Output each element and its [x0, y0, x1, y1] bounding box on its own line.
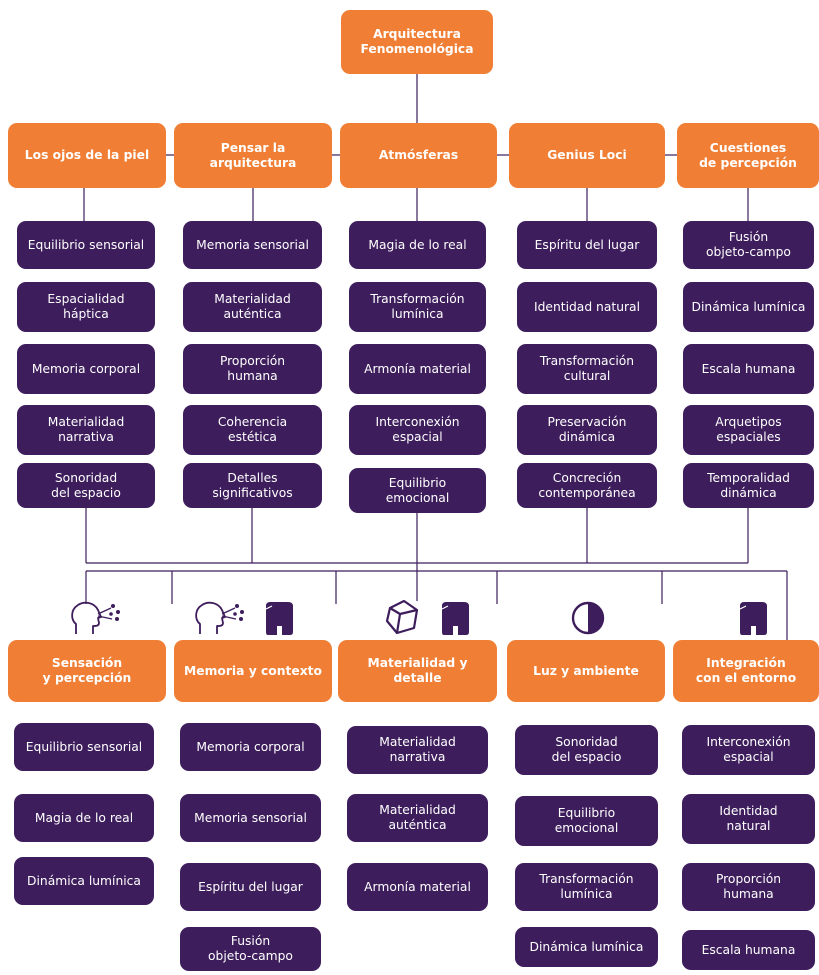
concept-node: Materialidad narrativa — [17, 405, 155, 455]
concept-node: Preservación dinámica — [517, 405, 657, 455]
building-icon — [739, 602, 767, 635]
category-item-node: Equilibrio emocional — [515, 796, 658, 846]
head-perception-icon — [71, 601, 120, 634]
concept-node: Arquetipos espaciales — [683, 405, 814, 455]
category-item-node: Escala humana — [682, 930, 815, 970]
category-item-node: Armonía material — [347, 863, 488, 911]
concept-node: Sonoridad del espacio — [17, 463, 155, 508]
cube-icon — [385, 599, 419, 635]
category-item-node: Memoria corporal — [180, 723, 321, 771]
category-item-node: Sonoridad del espacio — [515, 725, 658, 775]
building-icon — [265, 602, 293, 635]
category-item-node: Proporción humana — [682, 863, 815, 911]
concept-node: Magia de lo real — [349, 221, 486, 269]
category-node-luz-y-ambiente: Luz y ambiente — [507, 640, 665, 702]
concept-node: Equilibrio sensorial — [17, 221, 155, 269]
concept-node: Espíritu del lugar — [517, 221, 657, 269]
category-item-node: Memoria sensorial — [180, 794, 321, 842]
category-item-node: Transformación lumínica — [515, 863, 658, 911]
category-node-memoria-y-contexto: Memoria y contexto — [174, 640, 332, 702]
category-item-node: Materialidad narrativa — [347, 726, 488, 774]
concept-node: Detalles significativos — [183, 463, 322, 508]
category-node-sensacion-y-percepcion: Sensación y percepción — [8, 640, 166, 702]
category-item-node: Espíritu del lugar — [180, 863, 321, 911]
concept-node: Equilibrio emocional — [349, 468, 486, 513]
half-circle-icon — [571, 601, 605, 635]
root-node: Arquitectura Fenomenológica — [341, 10, 493, 74]
concept-node: Interconexión espacial — [349, 405, 486, 455]
head-perception-icon — [195, 601, 244, 634]
category-item-node: Materialidad auténtica — [347, 794, 488, 842]
category-item-node: Dinámica lumínica — [515, 927, 658, 967]
concept-node: Proporción humana — [183, 344, 322, 394]
category-item-node: Magia de lo real — [14, 794, 154, 842]
category-item-node: Identidad natural — [682, 794, 815, 844]
concept-node: Memoria corporal — [17, 344, 155, 394]
concept-node: Armonía material — [349, 344, 486, 394]
building-icon — [441, 602, 469, 635]
category-item-node: Fusión objeto-campo — [180, 927, 321, 971]
book-node-genius-loci: Genius Loci — [509, 123, 665, 188]
concept-node: Espacialidad háptica — [17, 282, 155, 332]
category-item-node: Dinámica lumínica — [14, 857, 154, 905]
concept-node: Transformación cultural — [517, 344, 657, 394]
concept-node: Escala humana — [683, 344, 814, 394]
concept-node: Materialidad auténtica — [183, 282, 322, 332]
concept-node: Memoria sensorial — [183, 221, 322, 269]
concept-node: Temporalidad dinámica — [683, 463, 814, 508]
category-node-integracion-con-el-entorno: Integración con el entorno — [673, 640, 819, 702]
concept-node: Fusión objeto-campo — [683, 221, 814, 269]
concept-node: Identidad natural — [517, 282, 657, 332]
book-node-los-ojos-de-la-piel: Los ojos de la piel — [8, 123, 166, 188]
book-node-pensar-la-arquitectura: Pensar la arquitectura — [174, 123, 332, 188]
category-node-materialidad-y-detalle: Materialidad y detalle — [338, 640, 497, 702]
concept-node: Transformación lumínica — [349, 282, 486, 332]
category-item-node: Interconexión espacial — [682, 725, 815, 775]
concept-node: Dinámica lumínica — [683, 282, 814, 332]
category-item-node: Equilibrio sensorial — [14, 723, 154, 771]
book-node-cuestiones-de-percepcion: Cuestiones de percepción — [677, 123, 819, 188]
concept-node: Coherencia estética — [183, 405, 322, 455]
concept-node: Concreción contemporánea — [517, 463, 657, 508]
book-node-atmosferas: Atmósferas — [340, 123, 497, 188]
